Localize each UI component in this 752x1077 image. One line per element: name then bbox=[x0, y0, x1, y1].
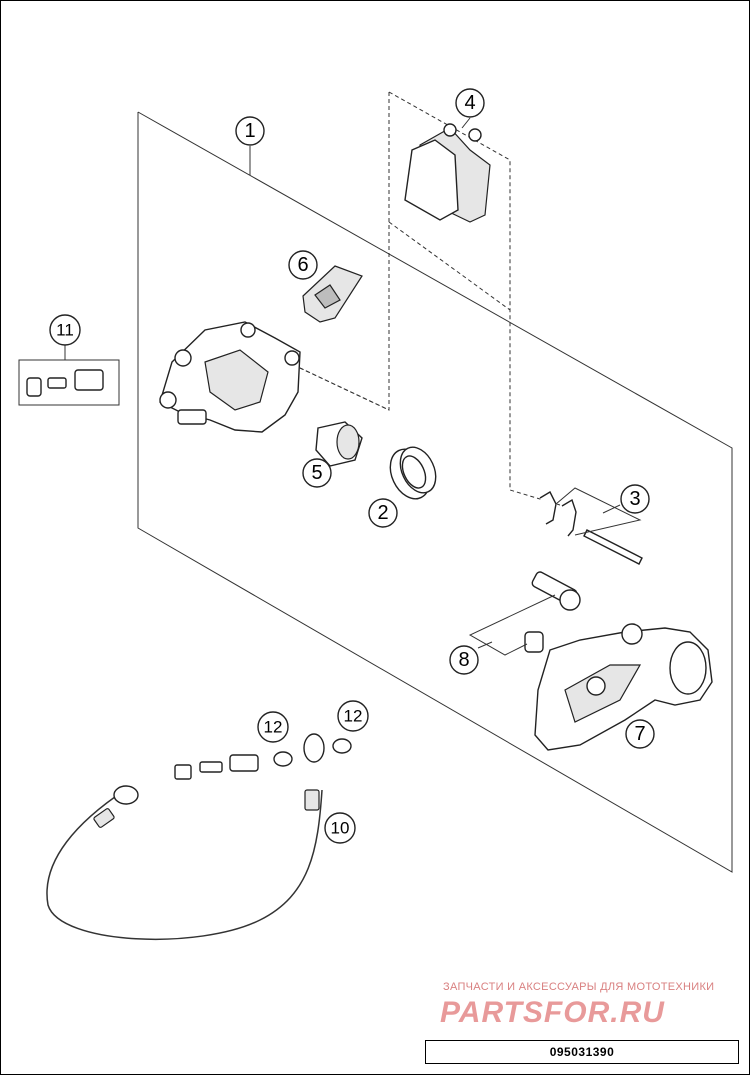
washers-part bbox=[273, 738, 352, 767]
pad-spring-part bbox=[302, 265, 363, 323]
caliper-bracket-part bbox=[534, 623, 713, 751]
callout-label: 7 bbox=[634, 723, 645, 745]
brake-pads-part bbox=[404, 123, 491, 223]
callout-12-right: 12 bbox=[337, 700, 369, 732]
bleeder-kit-part bbox=[18, 359, 120, 406]
pad-group-dashed-line bbox=[299, 92, 390, 411]
leader-line-3 bbox=[602, 504, 621, 514]
callout-label: 3 bbox=[629, 488, 640, 510]
callout-7: 7 bbox=[625, 719, 655, 749]
callout-label: 6 bbox=[297, 254, 308, 276]
callout-label: 12 bbox=[264, 718, 283, 737]
caliper-dashed-line bbox=[299, 367, 390, 411]
drawing-code-box: 095031390 bbox=[425, 1040, 739, 1064]
callout-label: 2 bbox=[377, 502, 388, 524]
callout-label: 1 bbox=[244, 120, 255, 142]
pad-group-dashed-line-right bbox=[388, 91, 561, 506]
assembly-frame-line bbox=[137, 111, 733, 873]
bolts-part bbox=[468, 571, 581, 656]
callout-3: 3 bbox=[620, 484, 650, 514]
piston-part bbox=[315, 421, 363, 467]
callout-label: 11 bbox=[56, 321, 74, 340]
leader-line-8 bbox=[477, 641, 493, 649]
callout-11: 11 bbox=[49, 314, 81, 346]
callout-1: 1 bbox=[235, 116, 265, 146]
callout-5: 5 bbox=[302, 458, 332, 488]
callout-label: 10 bbox=[331, 819, 350, 838]
callout-2: 2 bbox=[368, 498, 398, 528]
seal-rings-part bbox=[389, 446, 437, 500]
callout-8: 8 bbox=[449, 645, 479, 675]
callout-label: 8 bbox=[458, 649, 469, 671]
watermark-caption: ЗАПЧАСТИ И АКСЕССУАРЫ ДЛЯ МОТОТЕХНИКИ bbox=[443, 981, 715, 993]
watermark-logo: PARTSFOR.RU bbox=[440, 996, 665, 1029]
drawing-code: 095031390 bbox=[549, 1045, 615, 1059]
callout-6: 6 bbox=[288, 250, 318, 280]
brake-line-part bbox=[46, 733, 325, 941]
callout-10: 10 bbox=[324, 812, 356, 844]
callout-label: 4 bbox=[464, 92, 475, 114]
callout-label: 5 bbox=[311, 462, 322, 484]
caliper-body-part bbox=[159, 321, 301, 433]
callout-label: 12 bbox=[344, 707, 363, 726]
callout-4: 4 bbox=[455, 88, 485, 118]
leader-line-4 bbox=[461, 117, 471, 129]
callout-12-left: 12 bbox=[257, 711, 289, 743]
pad-group-dashed-line-mid bbox=[388, 221, 511, 311]
pin-clips-part bbox=[539, 487, 643, 565]
